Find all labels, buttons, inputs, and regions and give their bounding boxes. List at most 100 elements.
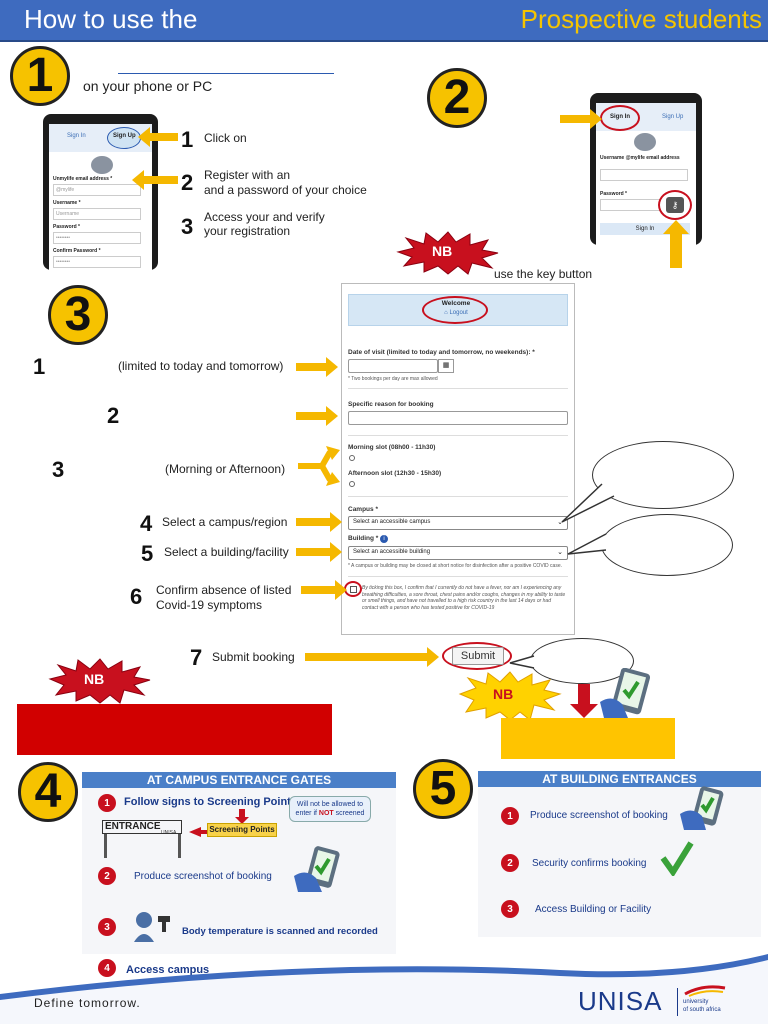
nb-burst-icon [396,231,499,275]
reason-label: Specific reason for booking [348,401,434,408]
step4-section-bar: AT CAMPUS ENTRANCE GATES [82,772,396,788]
left-arrow-icon [189,827,201,837]
phone-checkmark-icon [600,668,651,718]
step1-arrow-2 [132,170,178,190]
bubble-tail [509,655,535,669]
down-arrow-icon [239,809,245,819]
logo-sub-text: university [683,999,709,1005]
booking-form: Welcome ⌂ Logout Date of visit (limited … [341,283,575,635]
step1-arrow-1 [138,127,178,147]
nb-red-banner [17,704,332,755]
step5-item-number: 3 [501,900,519,918]
step1-item-text: Register with an and a password of your … [204,168,367,197]
phone1-username-field[interactable]: Username [53,208,141,220]
step4-item-number: 1 [98,794,116,812]
morning-slot-radio[interactable] [349,455,355,461]
step2-phone: Sign In Sign Up Username @mylife email a… [590,93,702,245]
nb-right-label: NB [493,686,514,702]
down-arrow-icon [578,684,590,706]
form-logout-link[interactable]: ⌂ Logout [444,310,468,316]
warning-text: Will not be allowed to enter if [295,801,364,817]
step4-item-number: 3 [98,918,116,936]
phone1-password-field[interactable]: •••••••• [53,232,141,244]
phone2-username-field[interactable] [600,169,688,181]
step2-nb-label: NB [432,243,453,259]
step1-item-number: 2 [181,170,194,195]
afternoon-slot-radio[interactable] [349,481,355,487]
step3-row-text: Submit booking [212,650,295,664]
step4-item-text: Produce screenshot of booking [134,871,272,882]
step5-item-number: 2 [501,854,519,872]
step3-row-number: 3 [52,457,65,482]
date-input[interactable] [348,359,438,373]
submit-button[interactable]: Submit [452,647,504,665]
campus-select[interactable]: Select an accessible campus ⌄ [348,516,568,530]
step4-item-text: Follow signs to Screening Points [124,796,297,808]
declaration-text: By ticking this box, I confirm that I cu… [362,585,566,611]
phone2-username-label: Username @mylife email address [600,155,680,161]
logo-divider [677,988,678,1016]
step3-arrow-2 [296,406,338,426]
building-select-value: Select an accessible building [353,549,431,555]
phone1-tab-signin: Sign In [67,133,86,139]
screening-points-sign: Screening Points [207,823,277,837]
step4-item-number: 2 [98,867,116,885]
step4-item-number: 4 [98,959,116,977]
step3-arrow-7 [305,647,439,667]
phone1-campus-photo [91,156,113,174]
nb-burst-icon [48,658,151,704]
step3-row-text: Select a campus/region [162,515,288,529]
speech-bubble-campus [592,441,734,509]
step1-blank-line [118,73,334,74]
phone1-field-label: Username * [53,200,81,206]
warning-text: screened [333,810,365,817]
step3-split-arrow [298,446,340,486]
calendar-icon[interactable]: ▦ [438,359,454,373]
nb-left-label: NB [84,671,105,687]
down-arrow-head [235,817,249,824]
phone2-password-field[interactable] [600,199,660,211]
bubble-tail [567,533,607,555]
step3-row-text: Confirm absence of listed Covid-19 sympt… [156,583,292,612]
step3-arrow-6 [301,580,347,600]
screening-warning-bubble: Will not be allowed to enter if NOT scre… [289,796,371,822]
phone1-field-label: Confirm Password * [53,248,101,254]
step1-item-text: Access your and verify your registration [204,210,325,238]
phone2-tab-signin: Sign In [610,114,630,120]
step4-badge: 4 [18,762,78,822]
campus-select-value: Select an accessible campus [353,519,431,525]
bubble-tail [561,483,615,523]
left-arrow-shaft [201,830,207,834]
morning-slot-label: Morning slot (08h00 - 11h30) [348,444,436,451]
step2-arrow-key-head [663,220,689,234]
phone1-field-label: Password * [53,224,80,230]
phone2-campus-photo [634,133,656,151]
step3-row-number: 5 [141,541,154,566]
campus-label: Campus * [348,506,378,513]
step2-arrow-key [670,232,682,268]
step5-badge: 5 [413,759,473,819]
building-label: Building * [348,535,379,542]
speech-bubble-submit [530,638,634,684]
phone1-email-field[interactable]: @mylife [53,184,141,196]
info-icon[interactable]: i [380,535,388,543]
footer-tagline: Define tomorrow. [34,996,141,1010]
step5-item-text: Produce screenshot of booking [530,810,668,821]
step5-item-text: Security confirms booking [532,858,647,869]
step3-row-number: 6 [130,584,143,609]
gate-post [178,834,181,858]
speech-bubble-building [601,514,733,576]
phone2-key-highlight [658,190,692,220]
phone1-confirm-field[interactable]: •••••••• [53,256,141,268]
phone2-password-label: Password * [600,191,627,197]
unisa-logo-mark-icon [684,985,726,997]
step2-note: use the key button [494,267,593,281]
reason-input[interactable] [348,411,568,425]
building-select[interactable]: Select an accessible building ⌄ [348,546,568,560]
chevron-down-icon: ⌄ [557,549,563,556]
step3-row-text: (Morning or Afternoon) [165,462,286,476]
header-bar: How to use the Prospective students [0,0,768,42]
logo-sub-text: of south africa [683,1007,721,1013]
step3-row-text: Select a building/facility [164,545,289,559]
step1-item-number: 1 [181,127,194,152]
